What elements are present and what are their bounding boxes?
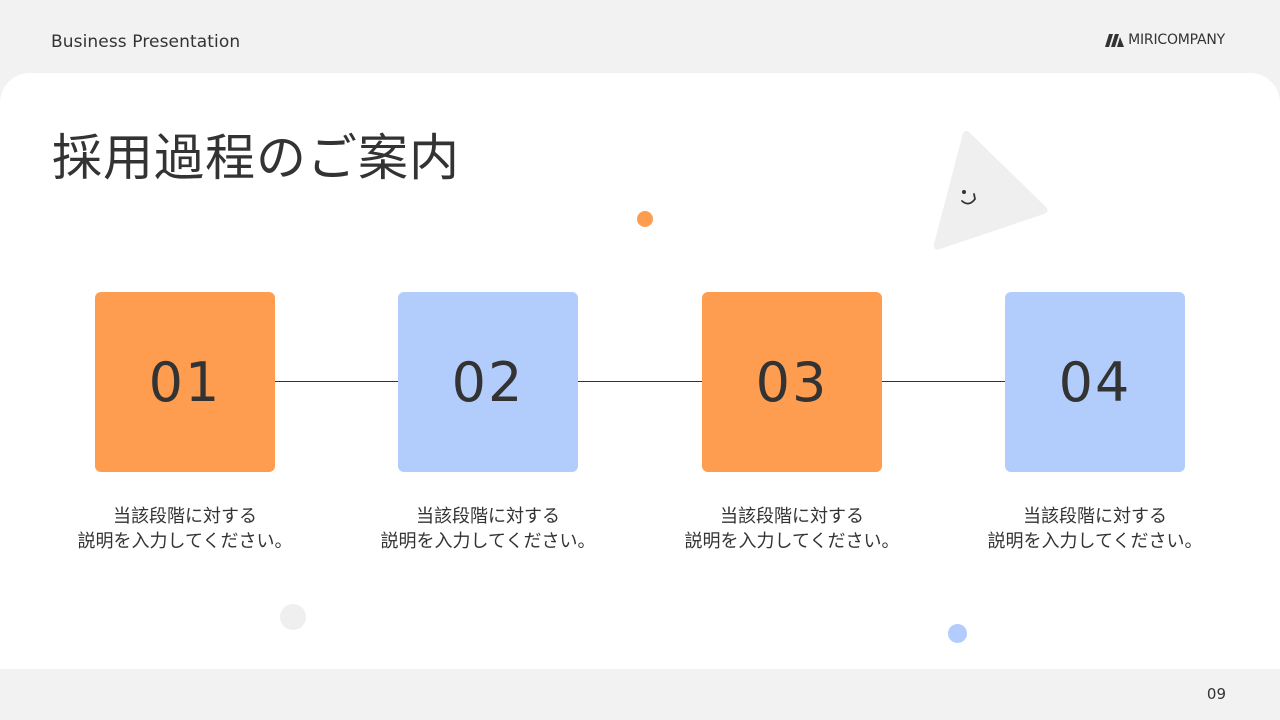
step-description: 当該段階に対する 説明を入力してください。	[358, 504, 618, 554]
step-description-line: 当該段階に対する	[416, 506, 560, 527]
presentation-label: Business Presentation	[51, 32, 241, 52]
step-connector	[882, 381, 1005, 382]
decorative-dot-gray	[280, 604, 306, 630]
slide-title: 採用過程のご案内	[52, 129, 460, 187]
step-connector	[275, 381, 398, 382]
decorative-dot-blue	[948, 624, 967, 643]
step-description-line: 説明を入力してください。	[380, 531, 596, 552]
step-description: 当該段階に対する 説明を入力してください。	[965, 504, 1225, 554]
step-description-line: 当該段階に対する	[1023, 506, 1167, 527]
step-number: 03	[755, 350, 829, 414]
decorative-dot-orange	[637, 211, 653, 227]
step-description-line: 説明を入力してください。	[77, 531, 293, 552]
step-number: 02	[451, 350, 525, 414]
step-box: 02	[398, 292, 578, 472]
step-description-line: 当該段階に対する	[720, 506, 864, 527]
step-connector	[578, 381, 702, 382]
smiling-triangle-icon	[933, 131, 1048, 250]
step-description: 当該段階に対する 説明を入力してください。	[662, 504, 922, 554]
step-box: 01	[95, 292, 275, 472]
step-description-line: 説明を入力してください。	[684, 531, 900, 552]
step-number: 04	[1058, 350, 1132, 414]
page-number: 09	[1206, 685, 1226, 703]
step-box: 04	[1005, 292, 1185, 472]
step-description-line: 説明を入力してください。	[987, 531, 1203, 552]
brand-name: MIRICOMPANY	[1128, 32, 1225, 48]
step-description: 当該段階に対する 説明を入力してください。	[55, 504, 315, 554]
brand-logo: MIRICOMPANY	[1105, 32, 1225, 48]
step-number: 01	[148, 350, 222, 414]
footer-bar	[0, 669, 1280, 720]
step-box: 03	[702, 292, 882, 472]
brand-logo-icon	[1105, 33, 1125, 47]
step-description-line: 当該段階に対する	[113, 506, 257, 527]
